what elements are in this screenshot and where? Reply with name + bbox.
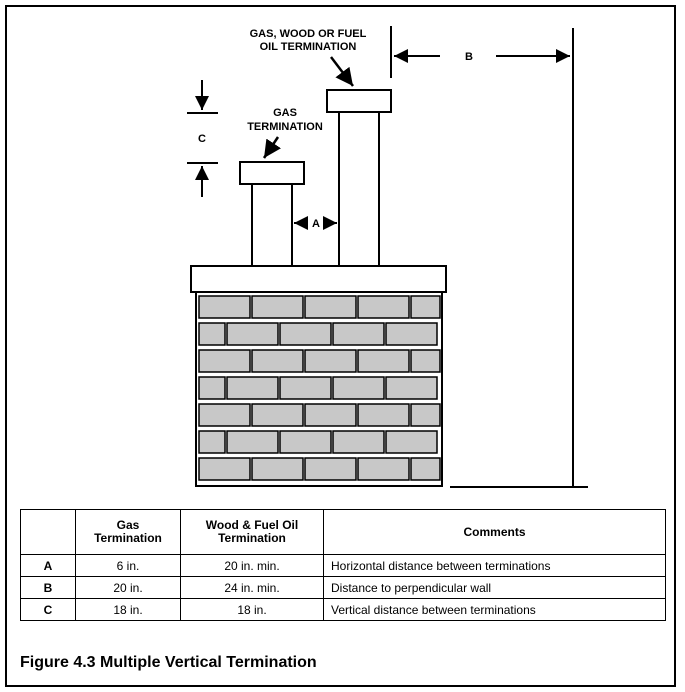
label-short-line-2: TERMINATION (247, 121, 323, 133)
row-key: C (20, 598, 76, 621)
brick (251, 457, 304, 481)
brick (385, 322, 438, 346)
comment: Horizontal distance between terminations (323, 554, 666, 577)
brick (304, 349, 357, 373)
figure-frame (5, 5, 676, 687)
comment: Vertical distance between terminations (323, 598, 666, 621)
table-header-gas: Gas Termination (75, 509, 181, 555)
brick (226, 430, 279, 454)
brick (198, 430, 226, 454)
brick (279, 322, 332, 346)
brick (198, 322, 226, 346)
tall-pointer-arrow (330, 56, 354, 87)
brick (251, 349, 304, 373)
chimney-brick-base (195, 291, 443, 487)
perpendicular-wall (450, 28, 588, 488)
brick (410, 349, 441, 373)
table-row: A 6 in. 20 in. min. Horizontal distance … (20, 554, 666, 577)
dimension-b (390, 26, 570, 78)
brick (279, 430, 332, 454)
brick-courses (198, 295, 441, 481)
brick (410, 403, 441, 427)
brick (226, 322, 279, 346)
wood-value: 18 in. (180, 598, 324, 621)
brick (332, 376, 385, 400)
wood-value: 24 in. min. (180, 576, 324, 599)
brick (198, 403, 251, 427)
termination-diagram: GAS, WOOD OR FUEL OIL TERMINATION GAS TE… (187, 26, 588, 488)
wood-value: 20 in. min. (180, 554, 324, 577)
brick (357, 403, 410, 427)
dim-b-label: B (465, 51, 473, 63)
label-tall-line-2: OIL TERMINATION (260, 41, 357, 53)
gas-termination-pipe (239, 161, 305, 267)
short-pointer-arrow (262, 136, 281, 159)
brick (332, 430, 385, 454)
table-row: C 18 in. 18 in. Vertical distance betwee… (20, 598, 666, 621)
brick (385, 376, 438, 400)
row-key: B (20, 576, 76, 599)
gas-value: 18 in. (75, 598, 181, 621)
table-header-wood: Wood & Fuel Oil Termination (180, 509, 324, 555)
table-header-comments: Comments (323, 509, 666, 555)
brick (251, 403, 304, 427)
brick (251, 295, 304, 319)
brick (198, 376, 226, 400)
gas-value: 20 in. (75, 576, 181, 599)
figure-caption: Figure 4.3 Multiple Vertical Termination (20, 654, 317, 671)
chimney-cap (190, 265, 447, 293)
brick (357, 457, 410, 481)
dimension-c (187, 80, 218, 197)
table-row: B 20 in. 24 in. min. Distance to perpend… (20, 576, 666, 599)
dim-c-label: C (198, 133, 206, 145)
brick (304, 295, 357, 319)
table-header-row: Gas Termination Wood & Fuel Oil Terminat… (20, 509, 666, 555)
label-tall-line-1: GAS, WOOD OR FUEL (250, 28, 367, 40)
table-header-key (20, 509, 76, 555)
brick (304, 457, 357, 481)
comment: Distance to perpendicular wall (323, 576, 666, 599)
row-key: A (20, 554, 76, 577)
termination-spec-table: Gas Termination Wood & Fuel Oil Terminat… (20, 509, 666, 621)
dim-a-label: A (312, 218, 320, 230)
wood-termination-pipe (326, 89, 392, 267)
brick (279, 376, 332, 400)
brick (198, 457, 251, 481)
brick (385, 430, 438, 454)
brick (357, 295, 410, 319)
brick (410, 457, 441, 481)
brick (198, 295, 251, 319)
brick (357, 349, 410, 373)
gas-value: 6 in. (75, 554, 181, 577)
brick (410, 295, 441, 319)
brick (304, 403, 357, 427)
brick (332, 322, 385, 346)
brick (198, 349, 251, 373)
label-short-line-1: GAS (273, 107, 297, 119)
brick (226, 376, 279, 400)
